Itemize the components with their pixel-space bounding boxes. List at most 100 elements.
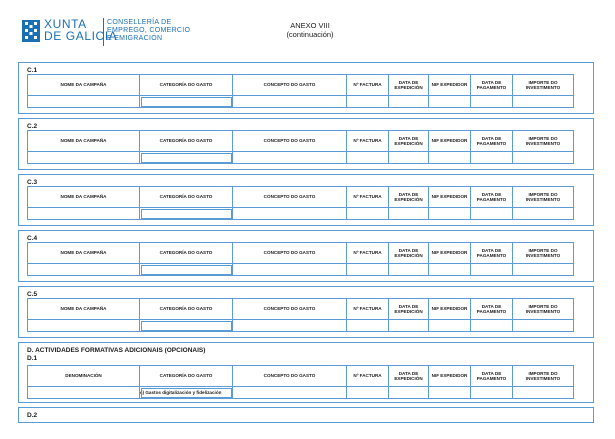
c5-col-header: CONCEPTO DO GASTO: [232, 298, 347, 320]
c4-input-cell[interactable]: [388, 263, 429, 276]
c3-input-cell[interactable]: [346, 207, 389, 220]
c1-input-cell[interactable]: [139, 95, 233, 108]
c1-input-cell[interactable]: [470, 95, 513, 108]
c1-col-header: IMPORTE DO INVESTIMENTO: [512, 74, 574, 96]
brand-line-1: XUNTA: [44, 17, 87, 31]
c3-input-cell[interactable]: [428, 207, 471, 220]
d1-input-cell[interactable]: [232, 386, 347, 399]
c5-input-cell[interactable]: [428, 319, 471, 332]
c5-col-header: NOME DA CAMPAÑA: [27, 298, 140, 320]
c3-input-cell[interactable]: [232, 207, 347, 220]
c5-col-header: Nº FACTURA: [346, 298, 389, 320]
d1-input-cell[interactable]: [512, 386, 574, 399]
c2-col-header: NOME DA CAMPAÑA: [27, 130, 140, 152]
c2-input-cell[interactable]: [27, 151, 140, 164]
c5-input-cell[interactable]: [27, 319, 140, 332]
c1-input-cell[interactable]: [388, 95, 429, 108]
c5-input-cell[interactable]: [512, 319, 574, 332]
c1-input-cell[interactable]: [428, 95, 471, 108]
c4-col-header: CATEGORÍA DO GASTO: [139, 242, 233, 264]
d1-col-header: CONCEPTO DO GASTO: [232, 365, 347, 387]
d1-col-header: IMPORTE DO INVESTIMENTO: [512, 365, 574, 387]
c5-input-cell[interactable]: [139, 319, 233, 332]
c5-input-cell[interactable]: [470, 319, 513, 332]
section-d2: D.2: [18, 407, 594, 423]
section-d1-label: D.1: [27, 355, 38, 362]
d1-input-cell[interactable]: [27, 386, 140, 399]
c2-input-cell[interactable]: [232, 151, 347, 164]
document-title: ANEXO VIII (continuación): [255, 21, 365, 39]
c2-input-cell[interactable]: [388, 151, 429, 164]
c2-col-header: IMPORTE DO INVESTIMENTO: [512, 130, 574, 152]
c4-col-header: NIF EXPEDIDOR: [428, 242, 471, 264]
section-c1-label: C.1: [27, 67, 38, 74]
c5-col-header: NIF EXPEDIDOR: [428, 298, 471, 320]
c1-col-header: Nº FACTURA: [346, 74, 389, 96]
d1-data-row: c) Gastos digitalización y fidelización: [27, 386, 574, 399]
d1-input-cell[interactable]: [346, 386, 389, 399]
c5-input-cell[interactable]: [232, 319, 347, 332]
c5-input-cell[interactable]: [346, 319, 389, 332]
c4-input-cell[interactable]: [512, 263, 574, 276]
c4-input-cell[interactable]: [27, 263, 140, 276]
c1-input-cell[interactable]: [232, 95, 347, 108]
xunta-logo-icon: [22, 20, 40, 42]
c4-data-row: [27, 263, 574, 276]
d1-col-header: DATA DE EXPEDICIÓN: [388, 365, 429, 387]
c1-input-cell[interactable]: [27, 95, 140, 108]
c2-input-cell[interactable]: [470, 151, 513, 164]
c2-col-header: Nº FACTURA: [346, 130, 389, 152]
c2-input-cell[interactable]: [512, 151, 574, 164]
c3-col-header: IMPORTE DO INVESTIMENTO: [512, 186, 574, 208]
d1-input-cell[interactable]: c) Gastos digitalización y fidelización: [139, 386, 233, 399]
department-name: CONSELLERÍA DE EMPREGO, COMERCIO E EMIGR…: [107, 19, 190, 43]
c2-data-row: [27, 151, 574, 164]
page-header: XUNTA DE GALICIA CONSELLERÍA DE EMPREGO,…: [0, 0, 615, 50]
c5-col-header: DATA DE EXPEDICIÓN: [388, 298, 429, 320]
d1-input-cell[interactable]: [388, 386, 429, 399]
section-d-heading: D. ACTIVIDADES FORMATIVAS ADICIONAIS (OP…: [27, 347, 206, 354]
c5-col-header: DATA DE PAGAMENTO: [470, 298, 513, 320]
c5-data-row: [27, 319, 574, 332]
c1-input-cell[interactable]: [346, 95, 389, 108]
c5-input-cell[interactable]: [388, 319, 429, 332]
c3-col-header: NIF EXPEDIDOR: [428, 186, 471, 208]
c4-col-header: NOME DA CAMPAÑA: [27, 242, 140, 264]
d1-input-cell[interactable]: [428, 386, 471, 399]
c3-input-cell[interactable]: [470, 207, 513, 220]
c2-input-cell[interactable]: [139, 151, 233, 164]
c3-input-cell[interactable]: [27, 207, 140, 220]
c3-input-cell[interactable]: [512, 207, 574, 220]
section-c5-label: C.5: [27, 291, 38, 298]
c4-col-header: IMPORTE DO INVESTIMENTO: [512, 242, 574, 264]
dept-line-1: CONSELLERÍA DE: [107, 19, 172, 26]
d1-input-cell[interactable]: [470, 386, 513, 399]
c2-input-cell[interactable]: [346, 151, 389, 164]
c4-input-cell[interactable]: [470, 263, 513, 276]
c4-input-cell[interactable]: [428, 263, 471, 276]
c2-col-header: DATA DE EXPEDICIÓN: [388, 130, 429, 152]
c4-input-cell[interactable]: [232, 263, 347, 276]
c3-col-header: DATA DE EXPEDICIÓN: [388, 186, 429, 208]
c3-data-row: [27, 207, 574, 220]
c4-input-cell[interactable]: [139, 263, 233, 276]
section-c2-label: C.2: [27, 123, 38, 130]
c4-input-cell[interactable]: [346, 263, 389, 276]
c1-col-header: CONCEPTO DO GASTO: [232, 74, 347, 96]
c3-input-cell[interactable]: [139, 207, 233, 220]
d1-col-header: Nº FACTURA: [346, 365, 389, 387]
c3-input-cell[interactable]: [388, 207, 429, 220]
brand-line-2: DE GALICIA: [44, 29, 118, 43]
c1-input-cell[interactable]: [512, 95, 574, 108]
c2-col-header: DATA DE PAGAMENTO: [470, 130, 513, 152]
c2-input-cell[interactable]: [428, 151, 471, 164]
